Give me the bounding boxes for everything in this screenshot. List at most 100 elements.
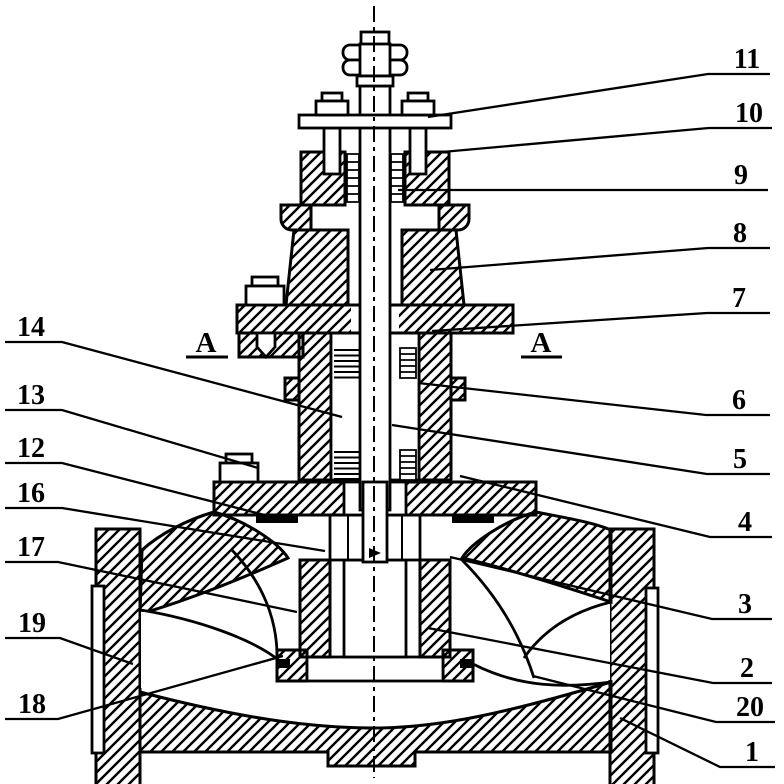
gland-bolt-shank-left xyxy=(322,126,342,176)
leader-line-20 xyxy=(532,674,775,724)
partition-left-line xyxy=(230,549,279,653)
callout-17: 17 xyxy=(5,532,298,614)
callout-11: 11 xyxy=(427,44,770,119)
gland-bolt-shank-right xyxy=(408,126,428,176)
neck-lip-right xyxy=(437,203,471,232)
neck-lip-left xyxy=(279,203,313,232)
gland-bolt-head-right xyxy=(400,99,436,117)
callout-7: 7 xyxy=(431,283,770,333)
inlet-bore xyxy=(141,612,229,688)
part-number-3: 3 xyxy=(738,589,752,620)
housing-boss-left xyxy=(283,376,301,402)
cage-wall-left xyxy=(298,558,332,659)
part-number-4: 4 xyxy=(738,507,752,538)
callout-12: 12 xyxy=(5,433,293,524)
leader-line-2 xyxy=(427,626,772,685)
part-number-5: 5 xyxy=(733,444,747,475)
neck-wall-left xyxy=(284,228,350,307)
callout-4: 4 xyxy=(459,474,772,539)
bellows-stack-top-right xyxy=(399,347,417,379)
leader-line-6 xyxy=(417,381,770,417)
part-number-17: 17 xyxy=(17,532,45,563)
body-upper-left-wall xyxy=(138,510,291,617)
section-mark-right: A xyxy=(521,327,562,359)
leader-line-10 xyxy=(441,126,772,154)
part-number-16: 16 xyxy=(17,478,45,509)
leader-line-11 xyxy=(427,72,770,119)
part-number-20: 20 xyxy=(736,692,764,723)
leader-line-8 xyxy=(429,246,770,272)
part-number-2: 2 xyxy=(740,653,754,684)
bellows-stack-bottom-left xyxy=(334,451,362,480)
callout-18: 18 xyxy=(5,654,284,721)
callout-10: 10 xyxy=(441,98,772,154)
part-number-11: 11 xyxy=(734,44,760,75)
callout-20: 20 xyxy=(532,674,775,724)
part-number-18: 18 xyxy=(18,689,46,720)
outlet-passage-top-line xyxy=(522,600,612,659)
inlet-flange-face xyxy=(90,584,106,755)
part-number-6: 6 xyxy=(732,385,746,416)
part-number-9: 9 xyxy=(734,160,748,191)
section-letter: A xyxy=(196,327,217,359)
leader-line-17 xyxy=(5,560,298,614)
callout-5: 5 xyxy=(391,423,770,476)
outlet-passage-bottom-line xyxy=(472,662,612,687)
leader-line-4 xyxy=(459,474,772,539)
inlet-passage-top-line xyxy=(140,608,282,664)
callout-6: 6 xyxy=(417,381,770,417)
callout-2: 2 xyxy=(427,626,772,685)
part-number-8: 8 xyxy=(733,218,747,249)
leader-line-7 xyxy=(431,311,770,333)
leader-line-18 xyxy=(5,654,284,721)
neck-wall-right xyxy=(400,228,466,307)
bonnet-neck xyxy=(279,203,471,307)
leader-line-14 xyxy=(5,340,343,419)
callout-1: 1 xyxy=(619,716,775,769)
leader-line-5 xyxy=(391,423,770,476)
section-mark-left: A xyxy=(186,327,228,359)
gland-bolt-head-left xyxy=(314,99,350,117)
callouts: 11 10 9 8 7 6 5 4 3 2 20 1 14 13 12 16 17 19 18 xyxy=(5,44,775,769)
aa-bolt-head xyxy=(244,284,286,307)
callout-13: 13 xyxy=(5,380,259,470)
flange-gasket-right xyxy=(452,515,494,523)
seat-gasket-left xyxy=(277,659,290,668)
callout-3: 3 xyxy=(449,555,772,621)
packing-stack-left xyxy=(346,153,360,203)
callout-8: 8 xyxy=(429,218,770,272)
part-number-19: 19 xyxy=(18,608,46,639)
packing-stack-right xyxy=(390,153,404,203)
leader-line-1 xyxy=(619,716,775,769)
part-number-14: 14 xyxy=(17,312,45,343)
part-number-13: 13 xyxy=(17,380,45,411)
bellows-stack-top-left xyxy=(334,349,362,379)
leader-line-19 xyxy=(5,636,134,666)
part-number-1: 1 xyxy=(745,737,759,768)
cage-wall-right xyxy=(418,558,452,659)
packing-gland xyxy=(299,150,451,207)
body-bottom-wall xyxy=(138,679,613,768)
leader-line-16 xyxy=(5,506,326,553)
seat-gasket-right xyxy=(460,659,473,668)
gland-flange-and-bolts xyxy=(297,91,453,176)
part-number-12: 12 xyxy=(17,433,45,464)
section-letter: A xyxy=(531,327,552,359)
callout-14: 14 xyxy=(5,312,343,419)
bellows-stack-bottom-right xyxy=(399,449,417,481)
callout-16: 16 xyxy=(5,478,326,553)
part-number-7: 7 xyxy=(732,283,746,314)
aa-bolt-shank xyxy=(255,331,277,360)
partition-right-line xyxy=(461,559,536,679)
callout-9: 9 xyxy=(398,160,768,192)
housing-wall-right xyxy=(417,331,453,482)
valve-body xyxy=(90,510,660,784)
leader-line-3 xyxy=(449,555,772,621)
callout-19: 19 xyxy=(5,608,134,666)
body-upper-right-wall xyxy=(459,510,613,605)
part-number-10: 10 xyxy=(735,98,763,129)
leader-line-12 xyxy=(5,461,293,524)
